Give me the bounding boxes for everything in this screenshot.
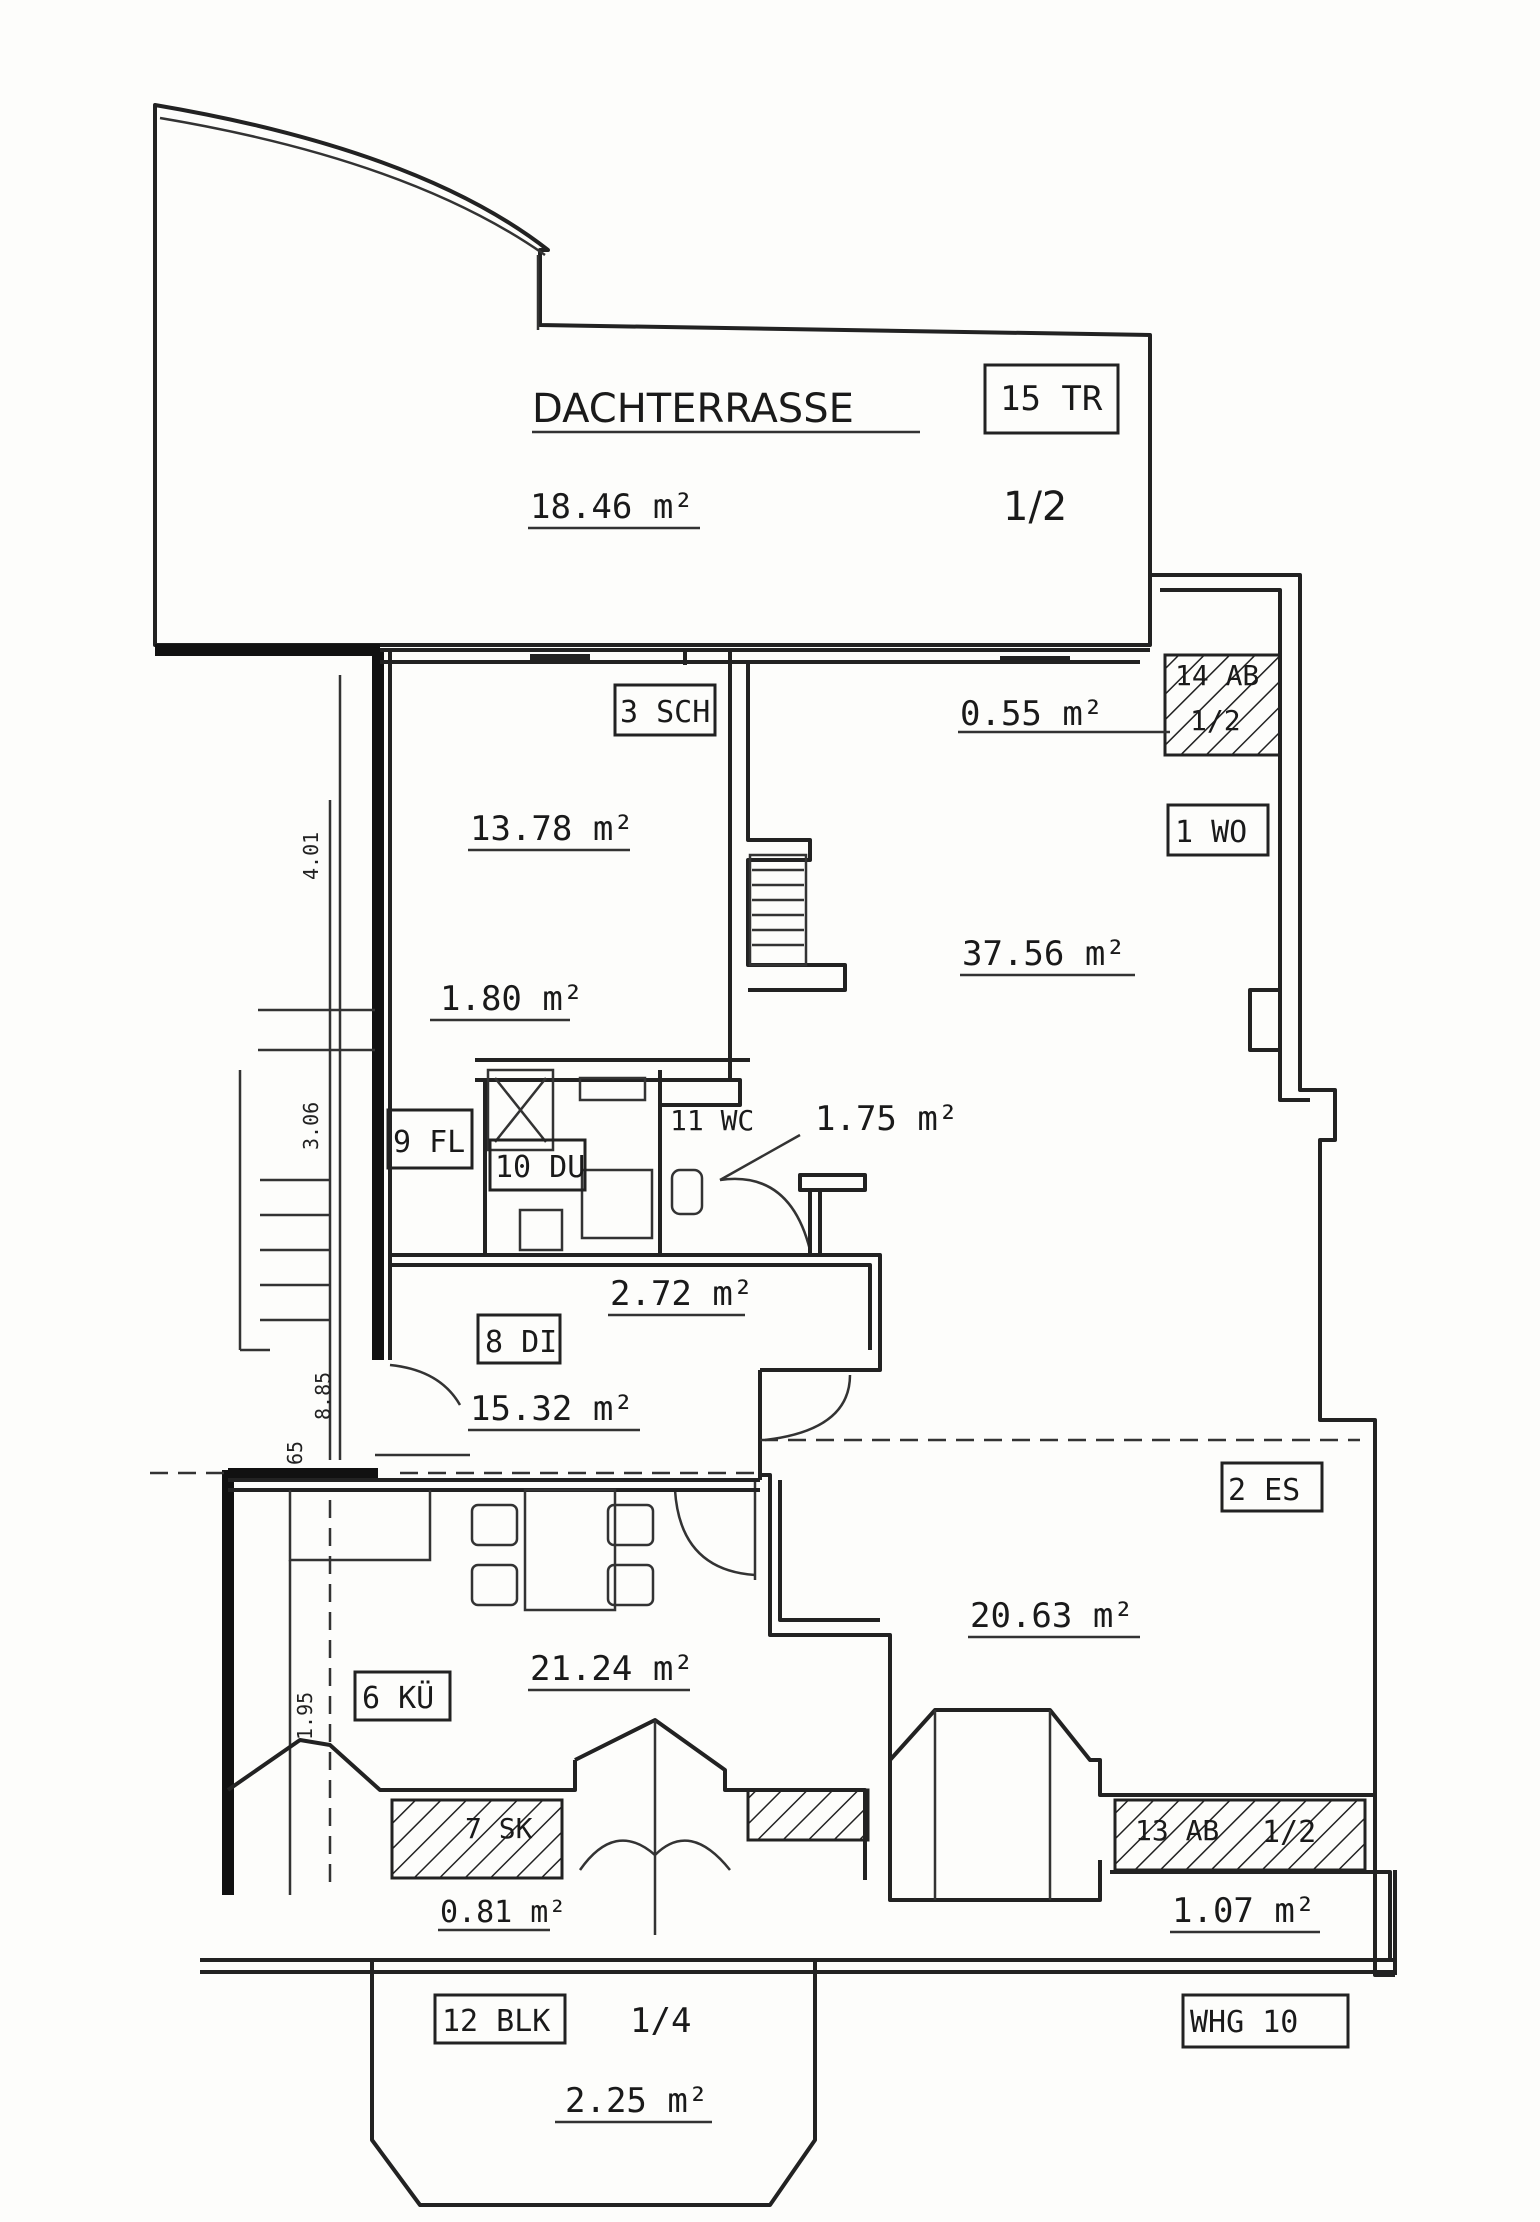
room-tag-12-blk: 12 BLK bbox=[442, 2004, 550, 2039]
room-area-dachterrasse: 18.46 m² bbox=[530, 487, 694, 527]
room-tag-3-sch: 3 SCH bbox=[620, 695, 710, 730]
roof-terrace bbox=[153, 103, 1152, 647]
room-area-14-ab: 0.55 m² bbox=[960, 694, 1103, 734]
unit-tag: WHG 10 bbox=[1190, 2005, 1298, 2040]
dim-label-3.06: 3.06 bbox=[299, 1102, 323, 1150]
room-area-6-ku: 21.24 m² bbox=[530, 1649, 694, 1689]
room-tag-15-tr: 15 TR bbox=[1000, 379, 1103, 419]
room-tag-13-ab: 13 AB bbox=[1135, 1814, 1219, 1847]
room-area-2-72: 2.72 m² bbox=[610, 1274, 753, 1314]
room-tag-9-fl: 9 FL bbox=[393, 1125, 465, 1160]
dim-label-4.01: 4.01 bbox=[299, 832, 323, 880]
room-tag-6-ku: 6 KÜ bbox=[362, 1680, 434, 1716]
balcony bbox=[370, 1962, 817, 2207]
stair-mark bbox=[748, 853, 808, 967]
room-tag-2-es: 2 ES bbox=[1228, 1473, 1300, 1508]
room-area-11-wc: 1.75 m² bbox=[815, 1099, 958, 1139]
room-area-9-fl: 1.80 m² bbox=[440, 979, 583, 1019]
room-area-3-sch: 13.78 m² bbox=[470, 809, 634, 849]
room-area-1-wo: 37.56 m² bbox=[962, 934, 1126, 974]
storage-hatch bbox=[390, 653, 1367, 1880]
room-area-7-sk: 0.81 m² bbox=[440, 1895, 566, 1930]
room-tag-14-ab: 14 AB bbox=[1175, 659, 1259, 692]
dimension-labels: 4.01 3.06 8.85 65 1.95 bbox=[283, 832, 335, 1740]
room-area-8-di: 15.32 m² bbox=[470, 1389, 634, 1429]
room-tag-7-sk: 7 SK bbox=[465, 1812, 533, 1845]
dim-label-8.85: 8.85 bbox=[311, 1372, 335, 1420]
share-dachterrasse: 1/2 bbox=[1003, 484, 1067, 530]
share-12-blk: 1/4 bbox=[630, 2001, 691, 2041]
dim-label-65: 65 bbox=[283, 1441, 307, 1465]
room-area-12-blk: 2.25 m² bbox=[565, 2081, 708, 2121]
room-tag-11-wc: 11 WC bbox=[670, 1104, 754, 1137]
share-13-ab: 1/2 bbox=[1262, 1815, 1316, 1850]
room-tag-1-wo: 1 WO bbox=[1175, 815, 1247, 850]
share-14-ab: 1/2 bbox=[1190, 704, 1241, 737]
room-tag-10-du: 10 DU bbox=[495, 1150, 585, 1185]
dim-label-1.95: 1.95 bbox=[293, 1692, 317, 1740]
room-area-2-es: 20.63 m² bbox=[970, 1596, 1134, 1636]
room-tag-8-di: 8 DI bbox=[485, 1325, 557, 1360]
exterior-walls bbox=[155, 573, 1397, 1977]
room-name-dachterrasse: DACHTERRASSE bbox=[532, 386, 854, 432]
dining-table bbox=[470, 1488, 655, 1612]
left-stair bbox=[238, 675, 375, 1460]
room-area-13-ab: 1.07 m² bbox=[1172, 1891, 1315, 1931]
